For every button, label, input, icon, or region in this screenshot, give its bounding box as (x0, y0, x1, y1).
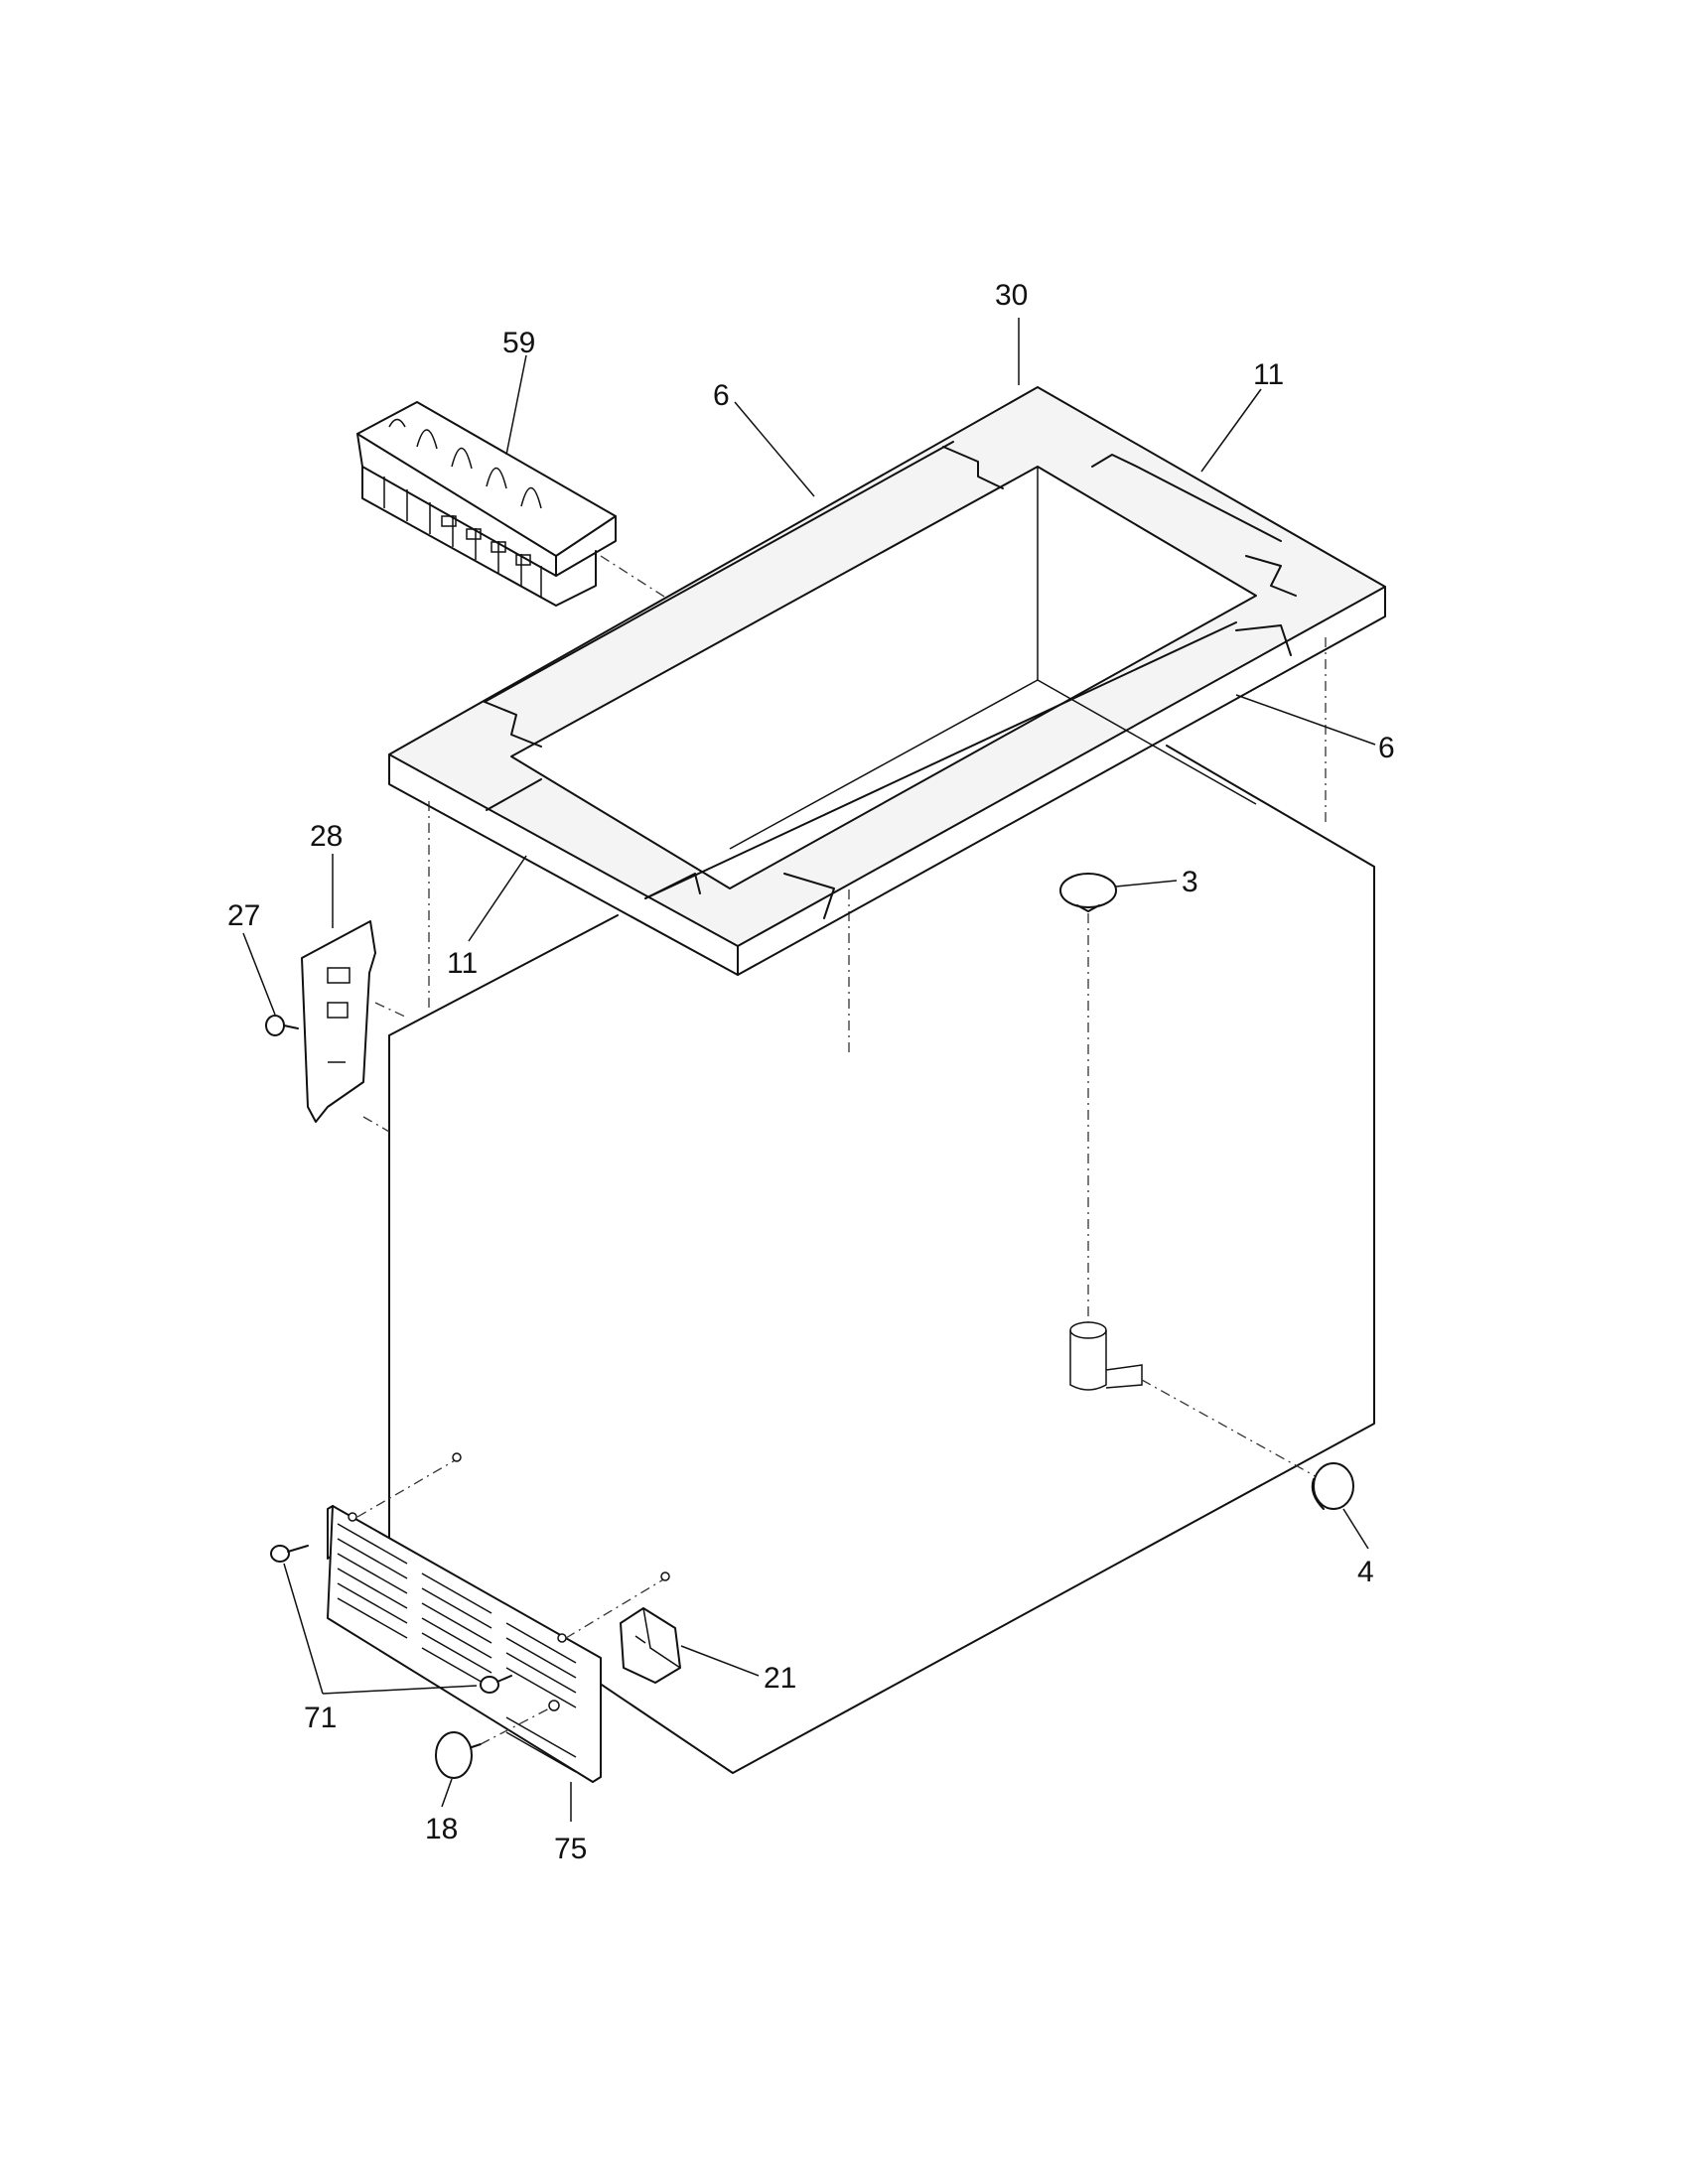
label-11-left: 11 (447, 947, 478, 980)
label-11-top: 11 (1253, 358, 1284, 391)
label-71: 71 (304, 1702, 337, 1734)
label-21: 21 (764, 1662, 796, 1695)
thermostat-knob (435, 1706, 552, 1779)
label-6-top: 6 (713, 379, 730, 412)
breaker-strip-frame (388, 386, 1386, 976)
leader-lines (242, 318, 1376, 1822)
label-30: 30 (995, 279, 1028, 312)
label-4: 4 (1357, 1556, 1374, 1588)
thermostat (620, 1607, 681, 1684)
label-59: 59 (502, 327, 535, 359)
drain-plug-top (1059, 873, 1117, 1325)
wire-basket (356, 401, 617, 607)
label-3: 3 (1182, 866, 1198, 898)
part-labels: 59 30 6 11 6 28 27 11 3 4 21 71 18 75 (227, 279, 1395, 1865)
label-18: 18 (425, 1813, 458, 1845)
hinge-bracket (301, 920, 408, 1133)
label-75: 75 (554, 1833, 587, 1865)
label-28: 28 (310, 820, 343, 853)
label-27: 27 (227, 899, 260, 932)
hinge-screw (265, 1015, 299, 1036)
drain-plug-bottom (1311, 1462, 1354, 1510)
label-6-right: 6 (1378, 732, 1395, 764)
grille-screws (270, 1545, 512, 1694)
freezer-cabinet (388, 745, 1375, 1774)
drain-fitting (1069, 1321, 1322, 1480)
front-grille (327, 1452, 670, 1783)
